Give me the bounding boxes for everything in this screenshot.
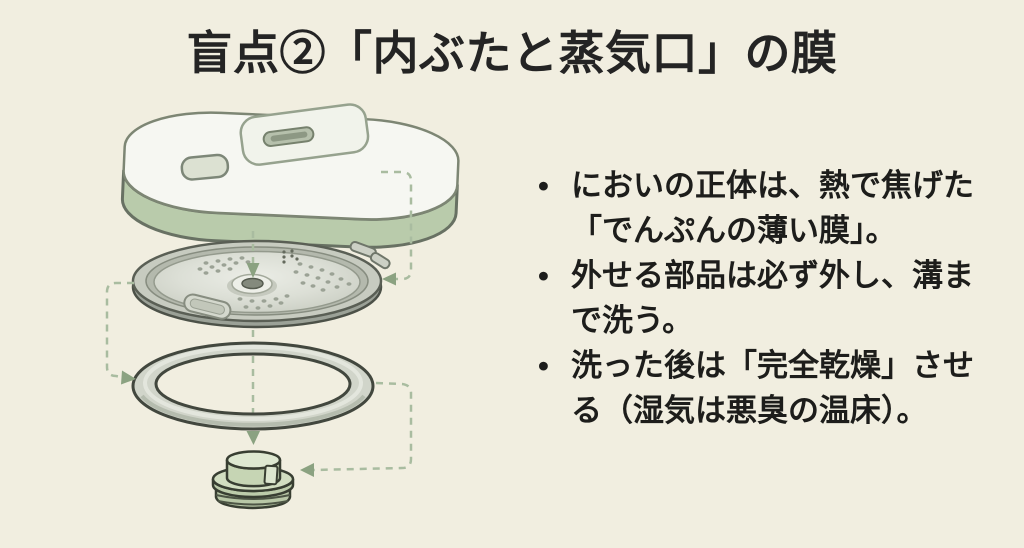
plate-rim-tabs xyxy=(349,240,391,270)
lid-vent-panel xyxy=(239,103,370,166)
disassembly-arrow-right-upper xyxy=(381,170,413,286)
plate-oval-slot xyxy=(183,293,232,320)
gasket-ring-illustration xyxy=(131,341,375,431)
bullet-icon: • xyxy=(538,258,549,293)
outer-lid-illustration xyxy=(120,103,460,249)
note-text: 洗った後は「完全乾燥」させ る（湿気は悪臭の温床）。 xyxy=(571,348,974,428)
page-title: 盲点②「内ぶたと蒸気口」の膜 xyxy=(186,27,838,79)
disassembly-arrow-right-lower xyxy=(300,381,413,477)
arrow-left-icon xyxy=(300,463,314,477)
plate-center-hole xyxy=(241,277,264,290)
list-item: • 外せる部品は必ず外し、溝ま で洗う。 xyxy=(538,253,1000,343)
steam-cap-illustration xyxy=(211,450,295,510)
diagram-canvas xyxy=(105,103,460,510)
disassembly-arrow-left xyxy=(105,281,136,385)
bullet-icon: • xyxy=(538,168,549,203)
bullet-icon: • xyxy=(538,348,549,383)
notes-list: • においの正体は、熱で焦げた 「でんぷんの薄い膜」。 • 外せる部品は必ず外し… xyxy=(538,163,1000,433)
arrow-down-icon xyxy=(246,431,260,445)
plate-steam-holes xyxy=(197,249,352,310)
list-item: • においの正体は、熱で焦げた 「でんぷんの薄い膜」。 xyxy=(538,163,1000,253)
arrow-left-icon xyxy=(382,272,396,286)
lid-latch-button xyxy=(180,153,230,181)
inner-lid-plate-illustration xyxy=(131,239,391,329)
note-text: 外せる部品は必ず外し、溝ま で洗う。 xyxy=(571,258,974,338)
list-item: • 洗った後は「完全乾燥」させ る（湿気は悪臭の温床）。 xyxy=(538,343,1000,433)
arrow-right-icon xyxy=(121,370,136,385)
arrow-down-icon xyxy=(246,263,260,278)
disassembly-arrow-lid-to-plate xyxy=(246,231,260,278)
note-text: においの正体は、熱で焦げた 「でんぷんの薄い膜」。 xyxy=(571,168,974,248)
